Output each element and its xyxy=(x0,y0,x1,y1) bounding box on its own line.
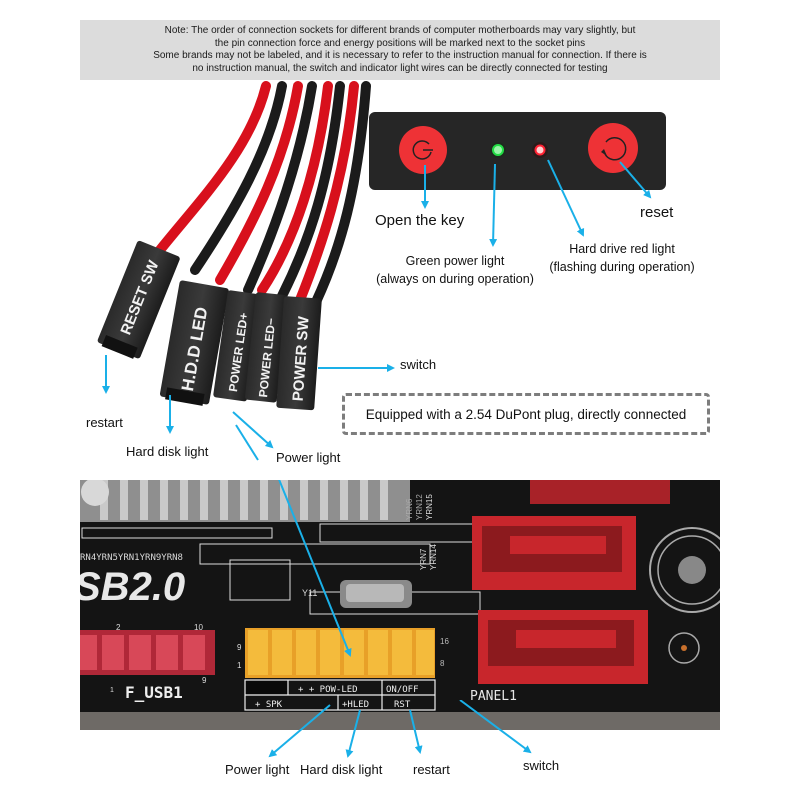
plug-power-led-minus: POWER LED− xyxy=(245,292,288,403)
usb-header: 2 10 1 9 F_USB1 xyxy=(80,623,215,702)
usb-label: SB2.0 xyxy=(80,565,185,609)
panel-pin-label: 16 xyxy=(440,637,449,646)
plug-label: POWER SW xyxy=(290,315,313,402)
sata-port xyxy=(478,610,648,684)
pin-label-grid xyxy=(244,679,436,711)
usb-pin-label: 10 xyxy=(194,623,203,632)
plug-power-sw: POWER SW xyxy=(276,296,322,411)
power-button[interactable] xyxy=(399,126,447,174)
on-off-label: ON/OFF xyxy=(386,685,419,695)
power-icon xyxy=(412,140,432,160)
spk-label: + SPK xyxy=(255,700,283,710)
crystal-oscillator: Y11 xyxy=(302,580,412,608)
plug-hdd-led: H.D.D LED xyxy=(159,280,229,406)
board-callout-power-light: Power light xyxy=(225,762,290,777)
rst-label: RST xyxy=(394,700,411,710)
front-panel xyxy=(369,112,666,190)
rn-row-label: RN4YRN5YRN1YRN9YRN8 xyxy=(80,553,183,563)
wire-bundle xyxy=(155,81,371,307)
plug-reset-sw: RESET SW xyxy=(97,240,180,359)
panel-pin-label: 8 xyxy=(440,659,445,668)
crystal-label: Y11 xyxy=(302,588,317,598)
note-line: no instruction manual, the switch and in… xyxy=(192,62,608,74)
yrn-label: YRN14 xyxy=(429,544,438,570)
red-led-label: Hard drive red light (flashing during op… xyxy=(534,240,710,276)
red-led-title: Hard drive red light xyxy=(569,242,675,256)
green-led-subtitle: (always on during operation) xyxy=(376,272,534,286)
usb-pin-label: 1 xyxy=(110,687,114,694)
power-button-label: Open the key xyxy=(375,212,465,229)
reset-icon xyxy=(604,137,627,161)
sata-port xyxy=(472,516,636,590)
reset-button-label: reset xyxy=(640,204,674,221)
usb-pin-label: 2 xyxy=(116,623,121,632)
green-led-title: Green power light xyxy=(405,254,505,268)
red-led-subtitle: (flashing during operation) xyxy=(549,260,695,274)
board-callout-restart: restart xyxy=(413,762,450,777)
power-sw-plug-callout: switch xyxy=(400,357,437,372)
reset-button[interactable] xyxy=(588,123,638,173)
power-led-plug-callout: Power light xyxy=(276,450,341,465)
usb-pin-label: 9 xyxy=(202,676,207,685)
motherboard-photo: RN4YRN5YRN1YRN9YRN8 SB2.0 Y11 YRN6 YRN12… xyxy=(80,480,720,730)
yrn-label: YRN12 xyxy=(415,494,424,520)
bottom-callout-arrows xyxy=(268,700,532,758)
hdd-plug-callout: Hard disk light xyxy=(126,444,209,459)
yrn-label: YRN6 xyxy=(405,498,414,520)
green-led-label: Green power light (always on during oper… xyxy=(362,252,548,288)
note-line: Note: The order of connection sockets fo… xyxy=(164,25,636,36)
yrn-label: YRN15 xyxy=(425,494,434,520)
note-banner: Note: The order of connection sockets fo… xyxy=(80,20,720,80)
pow-led-label: + + POW-LED xyxy=(298,685,358,695)
reset-plug-callout: restart xyxy=(86,415,123,430)
board-arrows xyxy=(278,480,352,657)
heatsink xyxy=(80,480,410,522)
panel-pin-label: 1 xyxy=(237,661,242,670)
yrn-label: YRN7 xyxy=(419,548,428,570)
usb-header-label: F_USB1 xyxy=(125,683,183,702)
cable-illustration: RESET SW H.D.D LED POWER LED+ POWER LED−… xyxy=(97,81,666,461)
front-panel-header: 9 1 16 8 xyxy=(237,628,449,678)
board-callout-switch: switch xyxy=(523,758,560,773)
front-panel-arrows xyxy=(102,159,652,461)
note-line: the pin connection force and energy posi… xyxy=(214,37,586,49)
panel-label: PANEL1 xyxy=(470,689,517,704)
board-callout-hdd-light: Hard disk light xyxy=(300,762,383,777)
note-line: Some brands may not be labeled, and it i… xyxy=(153,50,647,61)
panel-pin-label: 9 xyxy=(237,643,242,652)
dupont-note-box: Equipped with a 2.54 DuPont plug, direct… xyxy=(342,393,710,435)
hled-label: +HLED xyxy=(342,700,369,710)
